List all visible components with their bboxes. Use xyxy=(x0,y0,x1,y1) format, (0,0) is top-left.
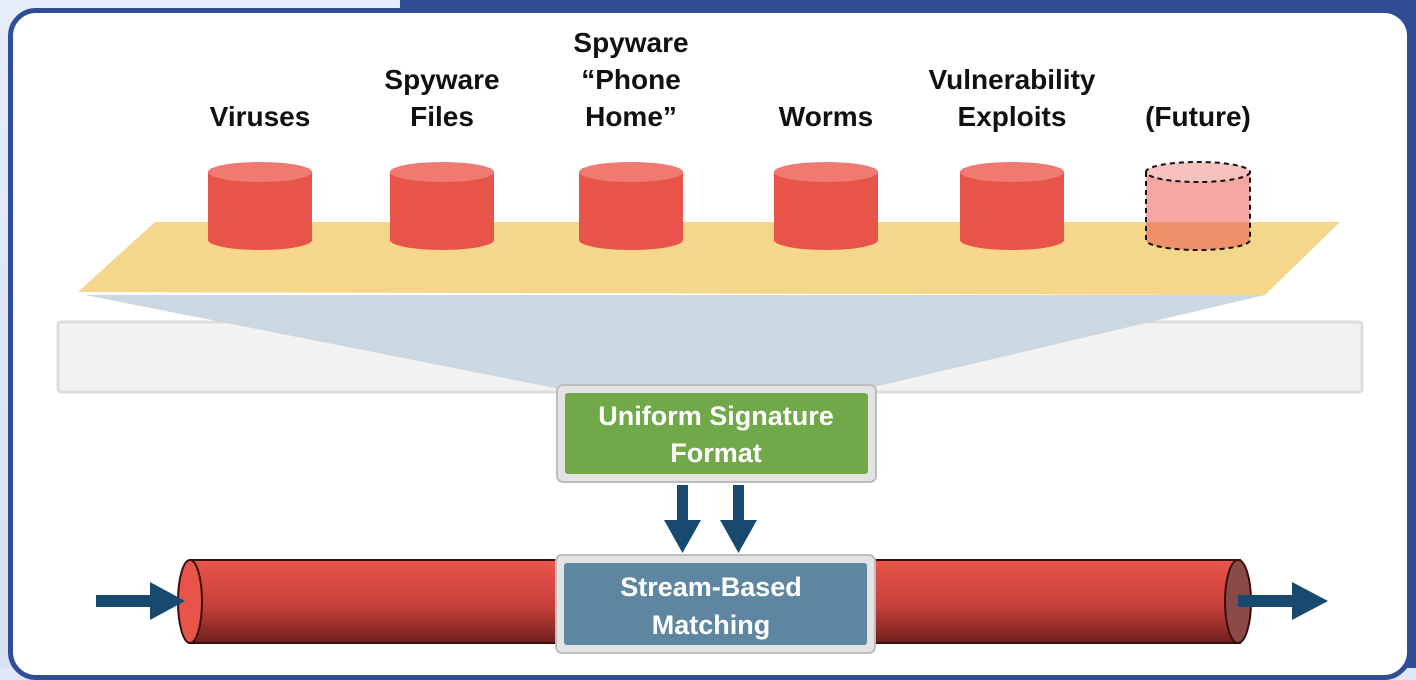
projection-funnel xyxy=(85,295,1265,395)
uniform-box-line1: Uniform Signature xyxy=(598,401,834,431)
category-label-line: Spyware xyxy=(573,27,688,58)
category-label-line: Home” xyxy=(585,101,677,132)
output-arrow-icon xyxy=(1238,582,1328,620)
signature-cylinder xyxy=(390,162,494,250)
down-arrow-left-shaft xyxy=(677,485,688,523)
down-arrow-right-icon xyxy=(720,520,757,553)
category-label-line: “Phone xyxy=(581,64,681,95)
signature-cylinder xyxy=(208,162,312,250)
signature-cylinder xyxy=(579,162,683,250)
category-cylinders xyxy=(208,161,1251,251)
category-label-line: Worms xyxy=(779,101,873,132)
stream-box-line1: Stream-Based xyxy=(620,572,802,602)
signature-cylinder xyxy=(774,162,878,250)
uniform-signature-format-box: Uniform Signature Format xyxy=(556,384,877,483)
category-label-line: Files xyxy=(410,101,474,132)
category-label-line: Vulnerability xyxy=(928,64,1095,95)
category-label-line: (Future) xyxy=(1145,101,1251,132)
stream-box-line2: Matching xyxy=(652,610,771,640)
down-arrow-right-shaft xyxy=(733,485,744,523)
category-label-line: Exploits xyxy=(958,101,1067,132)
future-signature-cylinder xyxy=(1145,161,1251,251)
uniform-box-line2: Format xyxy=(670,438,762,468)
category-label-line: Spyware xyxy=(384,64,499,95)
category-label-line: Viruses xyxy=(210,101,311,132)
input-arrow-icon xyxy=(96,582,185,620)
down-arrow-left-icon xyxy=(664,520,701,553)
signature-cylinder xyxy=(960,162,1064,250)
down-arrows xyxy=(664,485,757,553)
stream-based-matching-box: Stream-Based Matching xyxy=(555,554,876,654)
